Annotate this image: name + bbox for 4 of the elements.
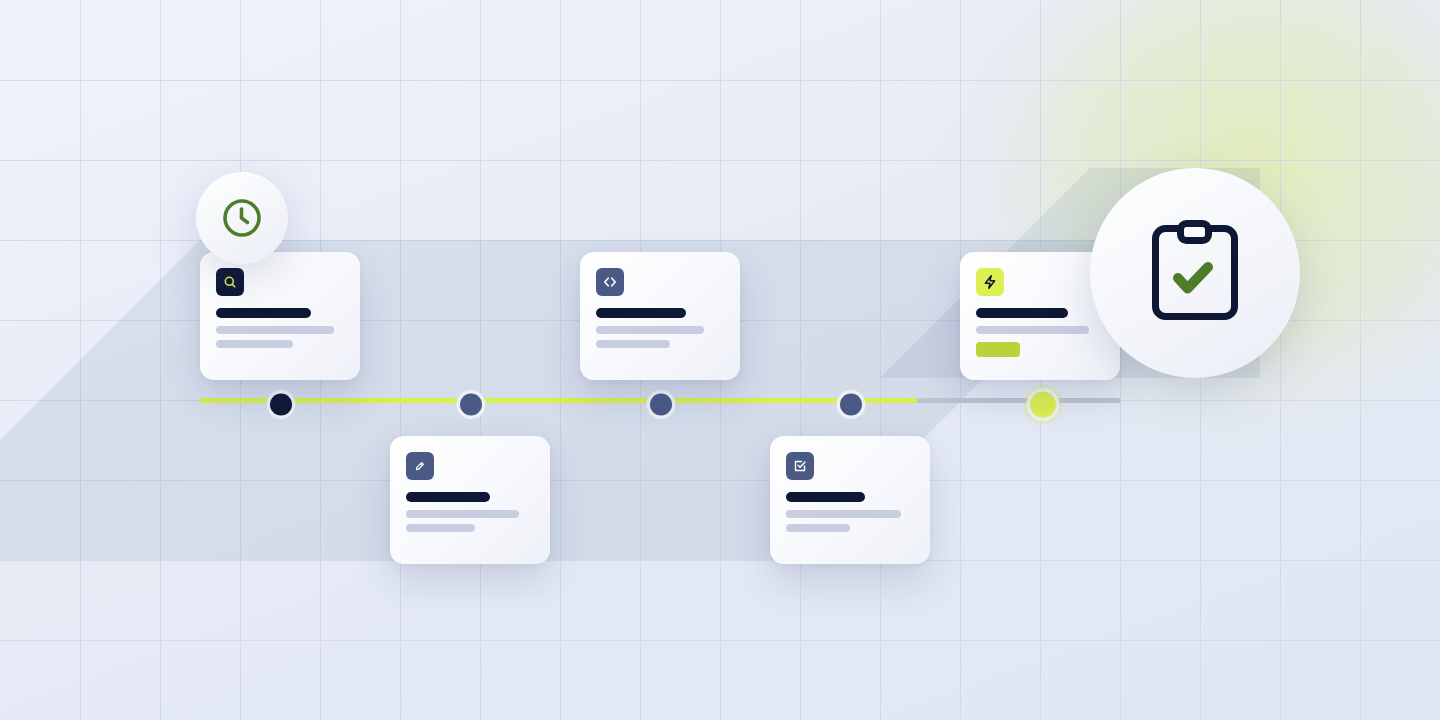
timeline-card <box>390 436 550 564</box>
timeline-card <box>200 252 360 380</box>
timeline-card <box>580 252 740 380</box>
timeline-card <box>770 436 930 564</box>
